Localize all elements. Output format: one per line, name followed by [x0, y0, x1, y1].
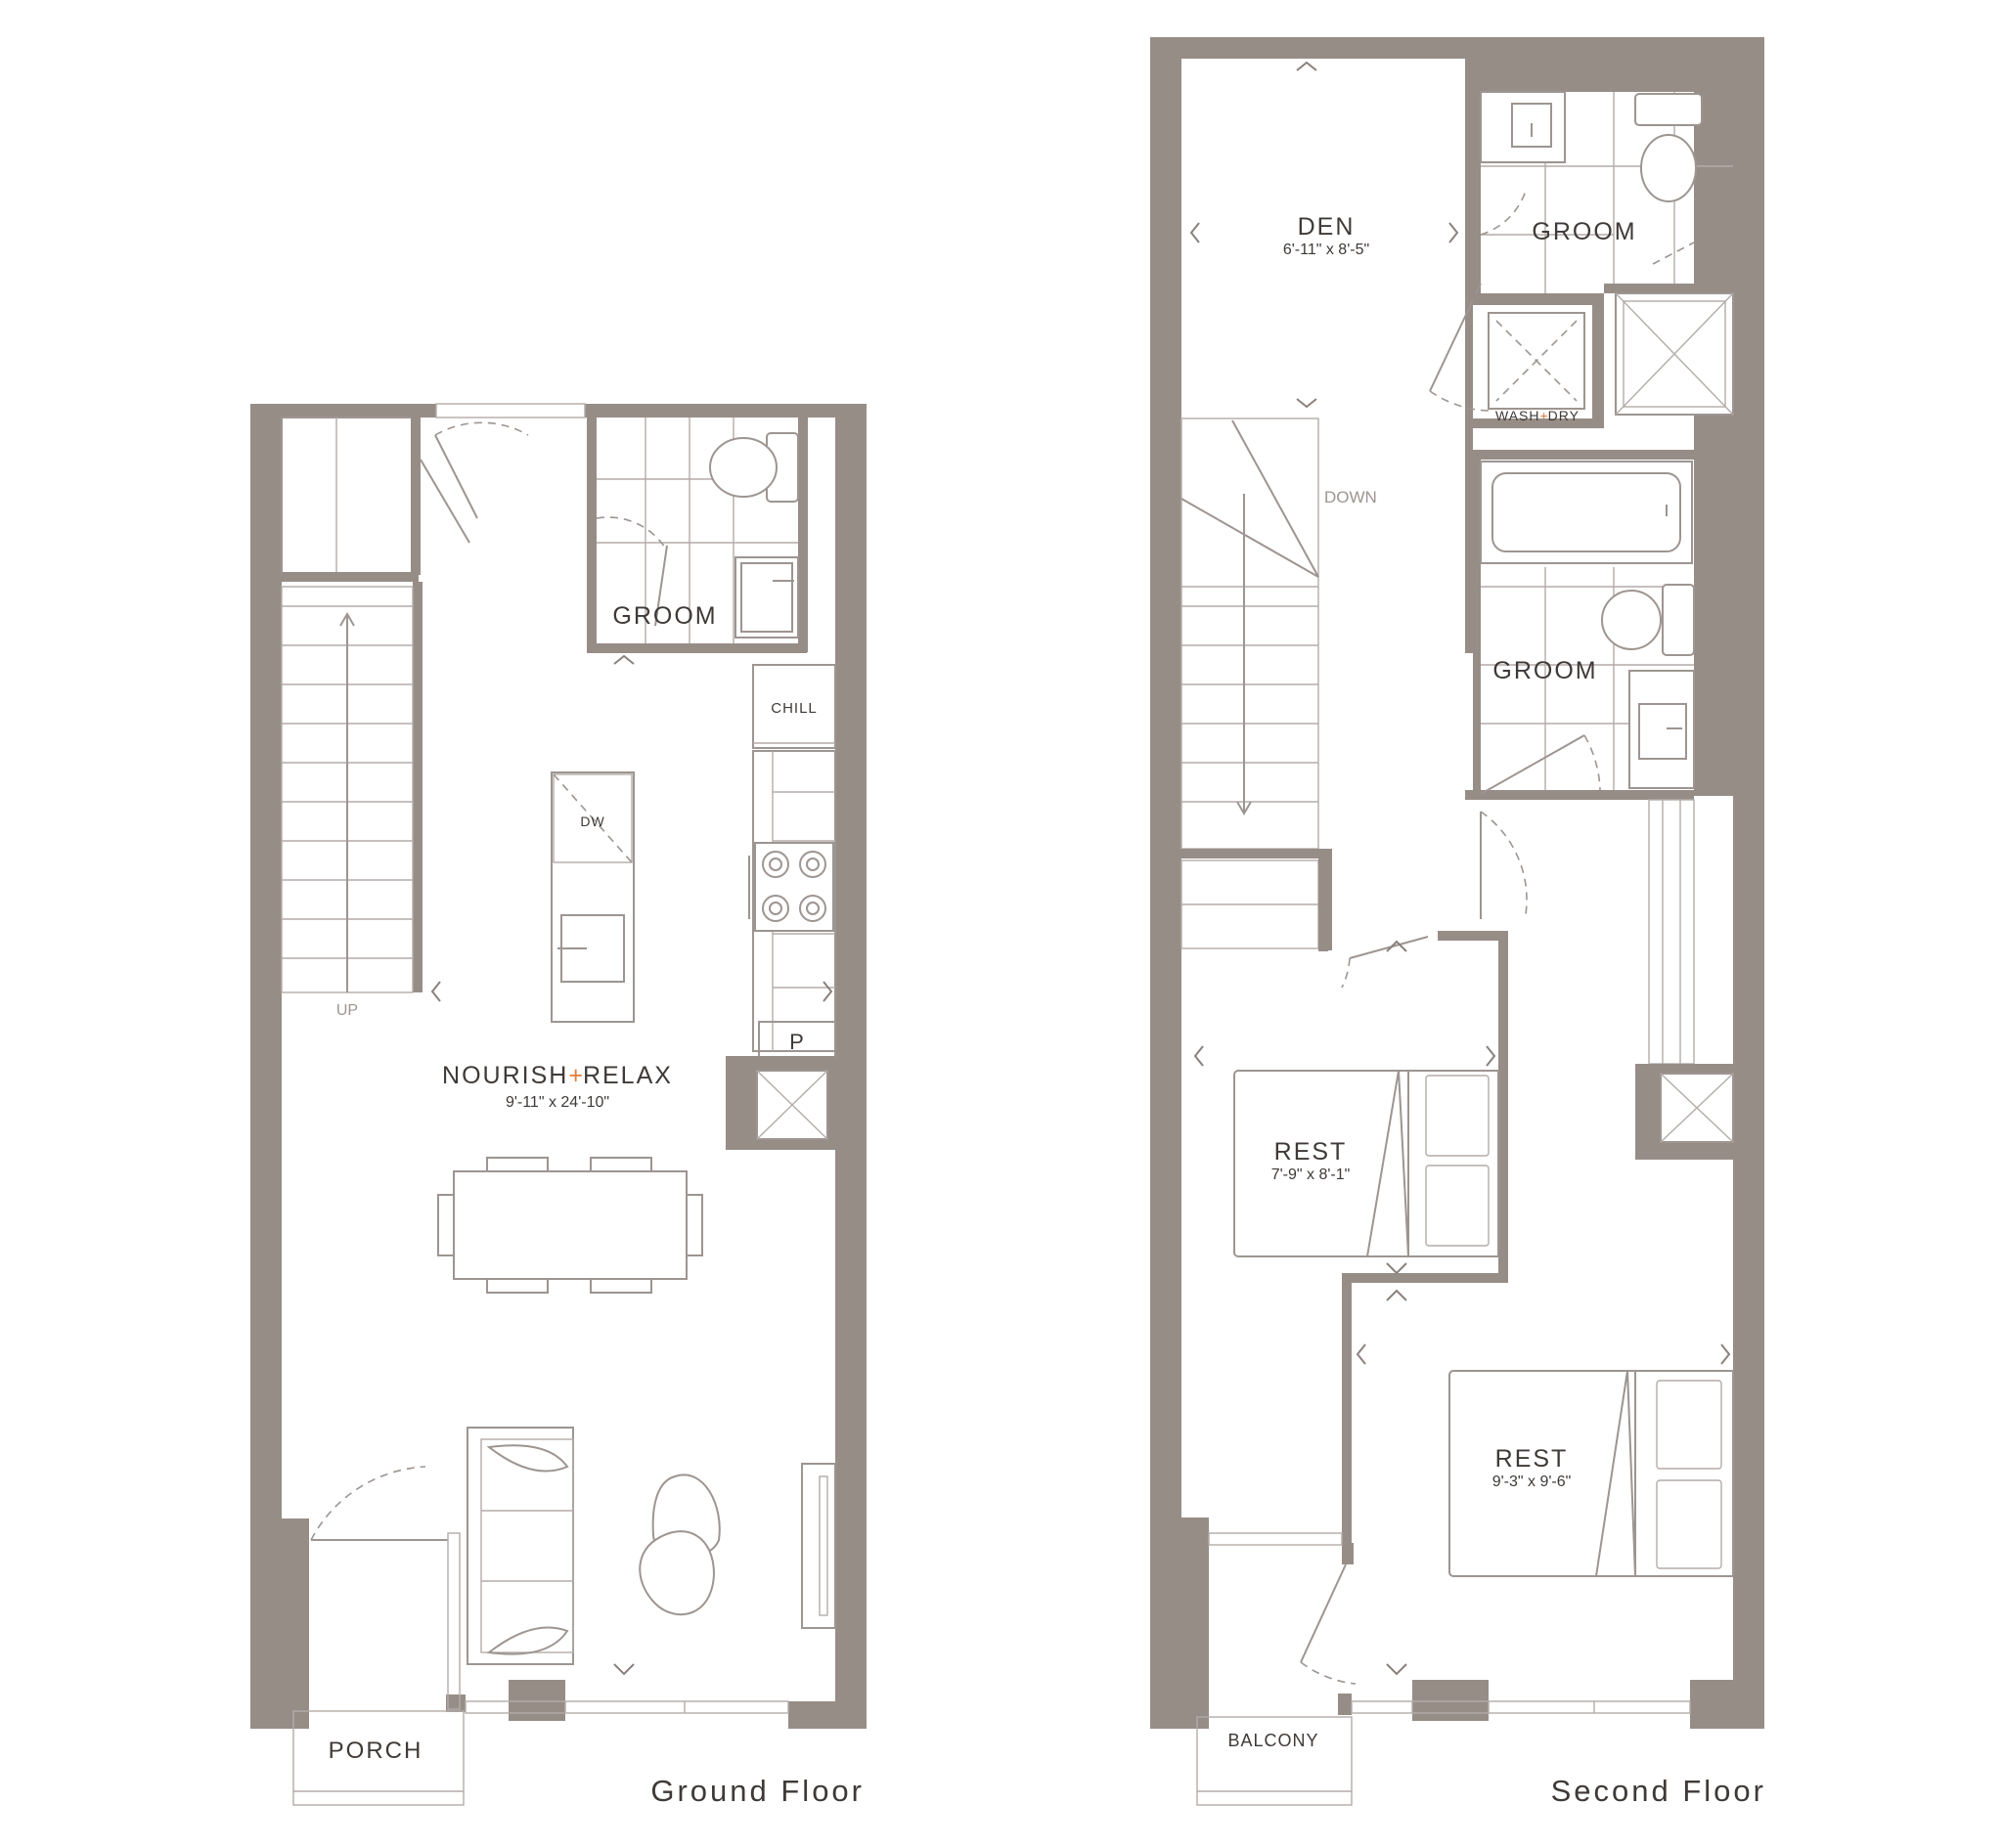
ground-closet-outline	[281, 417, 420, 575]
second-hall-wall	[1322, 849, 1332, 950]
second-groom-top-sink-icon	[1480, 91, 1566, 163]
second-den-chevron-top-icon	[1296, 61, 1317, 71]
second-groom-top-toilet-icon	[1634, 93, 1703, 202]
ground-nourish-relax-dims: 9'-11" x 24'-10"	[506, 1094, 609, 1111]
second-hall-door-icon	[1480, 811, 1528, 919]
second-rest-1-chevron-left-icon	[1193, 1045, 1204, 1067]
second-down-label: DOWN	[1324, 488, 1377, 506]
ground-window-chevron-icon	[613, 1663, 635, 1676]
second-groom-top-wall	[1465, 59, 1733, 92]
second-right-inner-wall	[1694, 92, 1733, 796]
ground-groom-room	[587, 418, 808, 653]
ground-kitchen-island	[551, 771, 635, 1023]
second-balcony-label: BALCONY	[1227, 1731, 1318, 1750]
second-rest-1-chevron-top-icon	[1386, 940, 1407, 952]
ground-porch-wall	[282, 1518, 309, 1709]
second-rest-1-label: REST	[1274, 1138, 1348, 1166]
ground-cooktop-icon	[754, 842, 834, 932]
ground-porch-post	[446, 1694, 466, 1712]
second-bottom-right-wall	[1690, 1680, 1764, 1729]
ground-stairs	[281, 586, 414, 993]
second-rest-1-bed-icon	[1233, 1070, 1499, 1257]
second-bathtub-icon	[1480, 461, 1693, 564]
second-top-wall	[1150, 37, 1764, 59]
ground-porch	[292, 1710, 465, 1806]
second-rest-1-chevron-right-icon	[1486, 1045, 1496, 1067]
ground-nourish-relax-label: NOURISH+RELAX	[442, 1062, 673, 1089]
ground-porch-label: PORCH	[329, 1738, 423, 1764]
ground-top-wall-right	[585, 404, 867, 418]
second-den-chevron-right-icon	[1448, 222, 1459, 243]
ground-groom-label: GROOM	[612, 602, 717, 630]
second-balcony-wall	[1150, 1518, 1209, 1729]
second-rest-2-chevron-bottom-icon	[1386, 1663, 1407, 1676]
ground-up-label: UP	[336, 1002, 358, 1019]
ground-floor-title: Ground Floor	[650, 1774, 865, 1808]
ground-floor-plan: UP GROOM	[250, 403, 867, 1808]
second-groom-mid-label: GROOM	[1492, 657, 1597, 684]
second-stairs	[1180, 418, 1319, 949]
second-rest-2-label: REST	[1495, 1445, 1569, 1473]
ground-top-wall-left	[250, 404, 436, 418]
ground-dining-table-icon	[437, 1157, 703, 1294]
second-den-chevron-bottom-icon	[1296, 398, 1317, 409]
ground-closet-side-wall	[411, 404, 421, 575]
second-stair-landing-wall	[1181, 849, 1326, 858]
second-rest-2-bed-icon	[1448, 1370, 1734, 1577]
ground-kitchen-chevron-icon	[823, 981, 833, 1002]
second-left-wall	[1150, 37, 1181, 1729]
second-den-dims: 6'-11" x 8'-5"	[1283, 242, 1369, 258]
ground-bottom-right-wall	[788, 1701, 867, 1729]
ground-closet-wall	[282, 572, 419, 582]
ground-left-wall	[250, 404, 282, 1729]
second-balcony	[1196, 1716, 1353, 1806]
ground-ottoman-icon-2	[639, 1530, 716, 1616]
second-wash-dry-closet	[1473, 293, 1604, 428]
second-bottom-column	[1412, 1680, 1489, 1721]
second-floor-title: Second Floor	[1551, 1774, 1766, 1808]
second-shaft-icon	[1660, 1073, 1734, 1143]
stair-up-arrowhead-icon	[339, 612, 355, 627]
second-closet-column	[1648, 799, 1695, 1065]
ground-shaft-icon	[756, 1070, 828, 1140]
second-shower-icon	[1604, 284, 1734, 416]
second-den-label: DEN	[1298, 213, 1356, 241]
ground-sofa-icon	[467, 1427, 574, 1665]
second-wash-dry-label: WASH+DRY	[1495, 408, 1580, 423]
ground-stair-wall	[413, 582, 423, 992]
ground-right-wall	[835, 404, 867, 1729]
second-rest-2-chevron-left-icon	[1356, 1343, 1366, 1365]
second-groom-mid-toilet-icon	[1601, 584, 1695, 656]
second-den-right-wall	[1465, 37, 1473, 653]
second-groom-top-label: GROOM	[1532, 218, 1636, 245]
second-rest-2-dims: 9'-3" x 9'-6"	[1492, 1474, 1572, 1490]
second-rest-1-chevron-bottom-icon	[1386, 1262, 1407, 1275]
second-shower-door-swing	[1652, 242, 1695, 265]
ground-entry-door-icon	[420, 403, 586, 544]
ground-dw-label: DW	[580, 814, 604, 829]
second-groom-mid-sink-icon	[1628, 670, 1695, 789]
ground-sink-icon	[734, 556, 799, 638]
second-den-chevron-left-icon	[1189, 222, 1200, 243]
ground-stair-chevron-icon	[430, 981, 441, 1002]
second-right-wall	[1733, 37, 1764, 1729]
ground-media-unit-icon	[801, 1463, 836, 1629]
ground-porch-door-icon	[310, 1466, 461, 1710]
second-balcony-door-icon	[1208, 1532, 1357, 1715]
ground-bottom-column	[509, 1680, 565, 1721]
stair-down-arrowhead-icon	[1236, 801, 1252, 815]
ground-toilet-icon	[709, 432, 799, 503]
ground-bottom-window	[465, 1700, 789, 1714]
ground-chill-label: CHILL	[771, 700, 818, 717]
second-rest-2-chevron-right-icon	[1720, 1343, 1731, 1365]
ground-pantry-label: P	[789, 1030, 805, 1054]
second-rest-2-chevron-top-icon	[1386, 1289, 1407, 1301]
second-floor-plan: DEN 6'-11" x 8'-5" DOWN	[1150, 37, 1766, 1808]
ground-groom-chevron-icon	[613, 654, 635, 665]
second-bottom-window	[1351, 1700, 1691, 1714]
second-rest-1-dims: 7'-9" x 8'-1"	[1271, 1166, 1351, 1183]
